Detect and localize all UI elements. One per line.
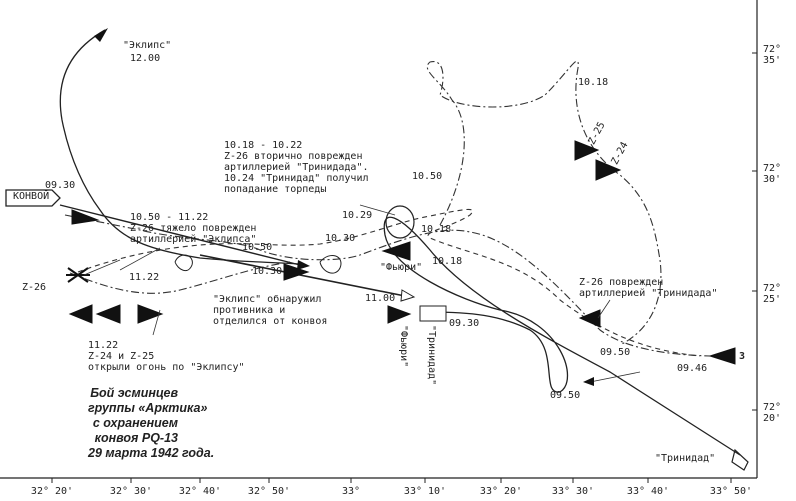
time-label-1018-b: 10.18 xyxy=(432,256,463,267)
dashdot-track-north xyxy=(426,60,662,346)
destroyer-z24 xyxy=(595,159,622,181)
fury-vertical-label: "Фьюри" xyxy=(398,325,409,368)
destroyer-sw xyxy=(137,304,164,324)
convoy-course-arrowhead xyxy=(297,260,310,270)
time-label-0950-b: 09.50 xyxy=(550,390,581,401)
time-label-1050-top: 10.50 xyxy=(412,171,443,182)
time-label-1029: 10.29 xyxy=(342,210,373,221)
map-caption: Бой эсминцев группы «Арктика» с охранени… xyxy=(88,386,215,460)
convoy-arrow xyxy=(5,189,61,207)
longitude-label: 33° 20' xyxy=(479,486,523,497)
note-z26-trinidad-damage: Z-26 поврежден артиллерией "Тринидада" xyxy=(579,277,718,299)
time-label-1018-a: 10.18 xyxy=(421,224,452,235)
eclipse-time-label: 12.00 xyxy=(130,53,161,64)
longitude-ticks xyxy=(51,478,732,483)
trinidad-track xyxy=(383,216,741,456)
longitude-label: 32° 40' xyxy=(178,486,222,497)
time-label-1122: 11.22 xyxy=(129,272,160,283)
destroyer-west-b xyxy=(95,304,121,324)
z26-damaged-icon xyxy=(66,267,90,283)
eclipse-label: "Эклипс" xyxy=(123,40,172,51)
latitude-label: 72° 25' xyxy=(763,283,782,305)
fury-ship-outline xyxy=(419,305,447,322)
time-label-0930-convoy: 09.30 xyxy=(45,180,76,191)
longitude-label: 33° 50' xyxy=(709,486,753,497)
eclipse-course-arrowhead xyxy=(400,289,416,302)
dashdot-track-west xyxy=(69,261,291,294)
destroyer-z25 xyxy=(574,140,600,161)
group-3-label: 3 xyxy=(739,351,746,362)
latitude-ticks xyxy=(752,52,757,411)
latitude-label: 72° 30' xyxy=(763,163,782,185)
dashed-track xyxy=(77,208,701,357)
eclipse-course xyxy=(199,254,406,297)
longitude-label: 32° 30' xyxy=(109,486,153,497)
destroyer-fury-b xyxy=(387,305,412,324)
time-label-0946: 09.46 xyxy=(677,363,708,374)
longitude-label: 33° 10' xyxy=(403,486,447,497)
longitude-label: 33° 30' xyxy=(551,486,595,497)
pointer-lines xyxy=(83,204,641,383)
convoy-course xyxy=(59,204,301,266)
eclipse-track xyxy=(59,29,301,265)
destroyer-group3 xyxy=(708,347,736,365)
trinidad-bottom-label: "Тринидад" xyxy=(655,453,716,464)
destroyer-right xyxy=(578,309,601,328)
z26-label: Z-26 xyxy=(22,282,47,293)
convoy-label-box: КОНВОЙ xyxy=(6,188,60,206)
time-label-1030-b: 10.30 xyxy=(252,266,283,277)
note-eclipse-detected: "Эклипс" обнаружил противника и отделилс… xyxy=(213,294,328,327)
destroyer-west-a xyxy=(68,304,93,324)
note-z26-heavy-damage: 10.50 - 11.22 Z-26 тяжело поврежден арти… xyxy=(130,212,257,245)
convoy-label: КОНВОЙ xyxy=(13,191,50,202)
loop-1030 xyxy=(319,254,342,274)
dashdot-track-main xyxy=(64,214,711,357)
loop-1029 xyxy=(385,205,415,239)
longitude-label: 33° 40' xyxy=(626,486,670,497)
loop-1050 xyxy=(174,254,193,272)
time-label-0950-a: 09.50 xyxy=(600,347,631,358)
time-label-1018-top: 10.18 xyxy=(578,77,609,88)
longitude-label: 33° xyxy=(341,486,361,497)
destroyer-symbols xyxy=(68,140,736,365)
time-label-0930-trinidad: 09.30 xyxy=(449,318,480,329)
fury-label: "Фьюри" xyxy=(380,262,423,273)
trinidad-vertical-label: "Тринидад" xyxy=(426,325,437,386)
destroyer-convoy xyxy=(71,209,100,225)
latitude-label: 72° 35' xyxy=(763,44,782,66)
latitude-label: 72° 20' xyxy=(763,402,782,424)
destroyer-mid xyxy=(283,263,310,281)
eclipse-arrowhead xyxy=(94,28,108,42)
pointer-arrowhead xyxy=(583,377,594,386)
destroyer-fury xyxy=(381,241,411,261)
longitude-label: 32° 20' xyxy=(30,486,74,497)
longitude-label: 32° 50' xyxy=(247,486,291,497)
trinidad-ship xyxy=(731,448,749,471)
time-label-1050-mid: 10.50 xyxy=(242,242,273,253)
time-label-1030-a: 10.30 xyxy=(325,233,356,244)
note-z26-second-damage: 10.18 - 10.22 Z-26 вторично поврежден ар… xyxy=(224,140,369,195)
note-z24-z25-fire: 11.22 Z-24 и Z-25 открыли огонь по "Экли… xyxy=(88,340,245,373)
time-label-1100: 11.00 xyxy=(365,293,396,304)
